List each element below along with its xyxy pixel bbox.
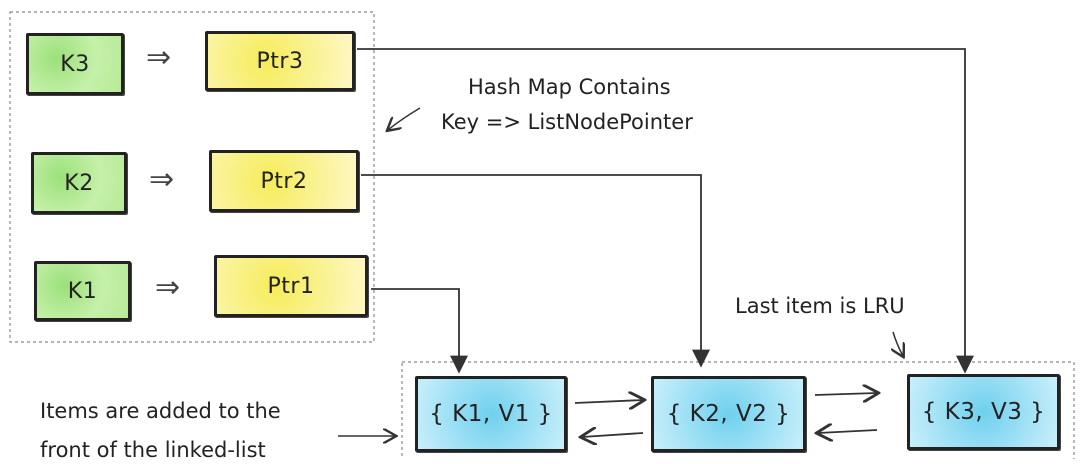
ptr1-connector (371, 288, 468, 374)
list-node-k3-v3: { K3, V3 } (907, 374, 1060, 450)
key-box-k3: K3 (26, 33, 124, 95)
list-node-k2-v2: { K2, V2 } (651, 376, 806, 452)
map-arrow-k2: ⇒ (149, 162, 175, 197)
ptr3-connector (357, 48, 974, 374)
ptr-box-ptr2: Ptr2 (209, 150, 359, 212)
hashmap-caption-line1: Hash Map Contains (468, 75, 671, 99)
next-arrow-1-2 (574, 400, 643, 403)
next-arrow-2-3 (814, 393, 877, 395)
key-box-k2: K2 (31, 152, 127, 214)
ptr-box-ptr1: Ptr1 (214, 255, 368, 317)
lru-note: Last item is LRU (735, 294, 905, 318)
insert-note-line1: Items are added to the (40, 399, 281, 423)
linked-list-container (401, 361, 1075, 459)
ptr2-connector (361, 174, 710, 368)
hashmap-caption-line2: Key => ListNodePointer (441, 110, 693, 134)
insert-note-line2: front of the linked-list (40, 438, 266, 462)
lru-pointer-arrow (893, 331, 903, 356)
hashmap-container (9, 11, 375, 343)
ptr-box-ptr3: Ptr3 (205, 31, 355, 91)
key-box-k1: K1 (34, 261, 131, 321)
caption-pointer-arrow (388, 107, 421, 130)
prev-arrow-2-1 (582, 433, 644, 437)
list-node-k1-v1: { K1, V1 } (415, 376, 567, 452)
prev-arrow-3-2 (818, 430, 878, 433)
map-arrow-k3: ⇒ (146, 40, 172, 75)
map-arrow-k1: ⇒ (155, 270, 181, 305)
